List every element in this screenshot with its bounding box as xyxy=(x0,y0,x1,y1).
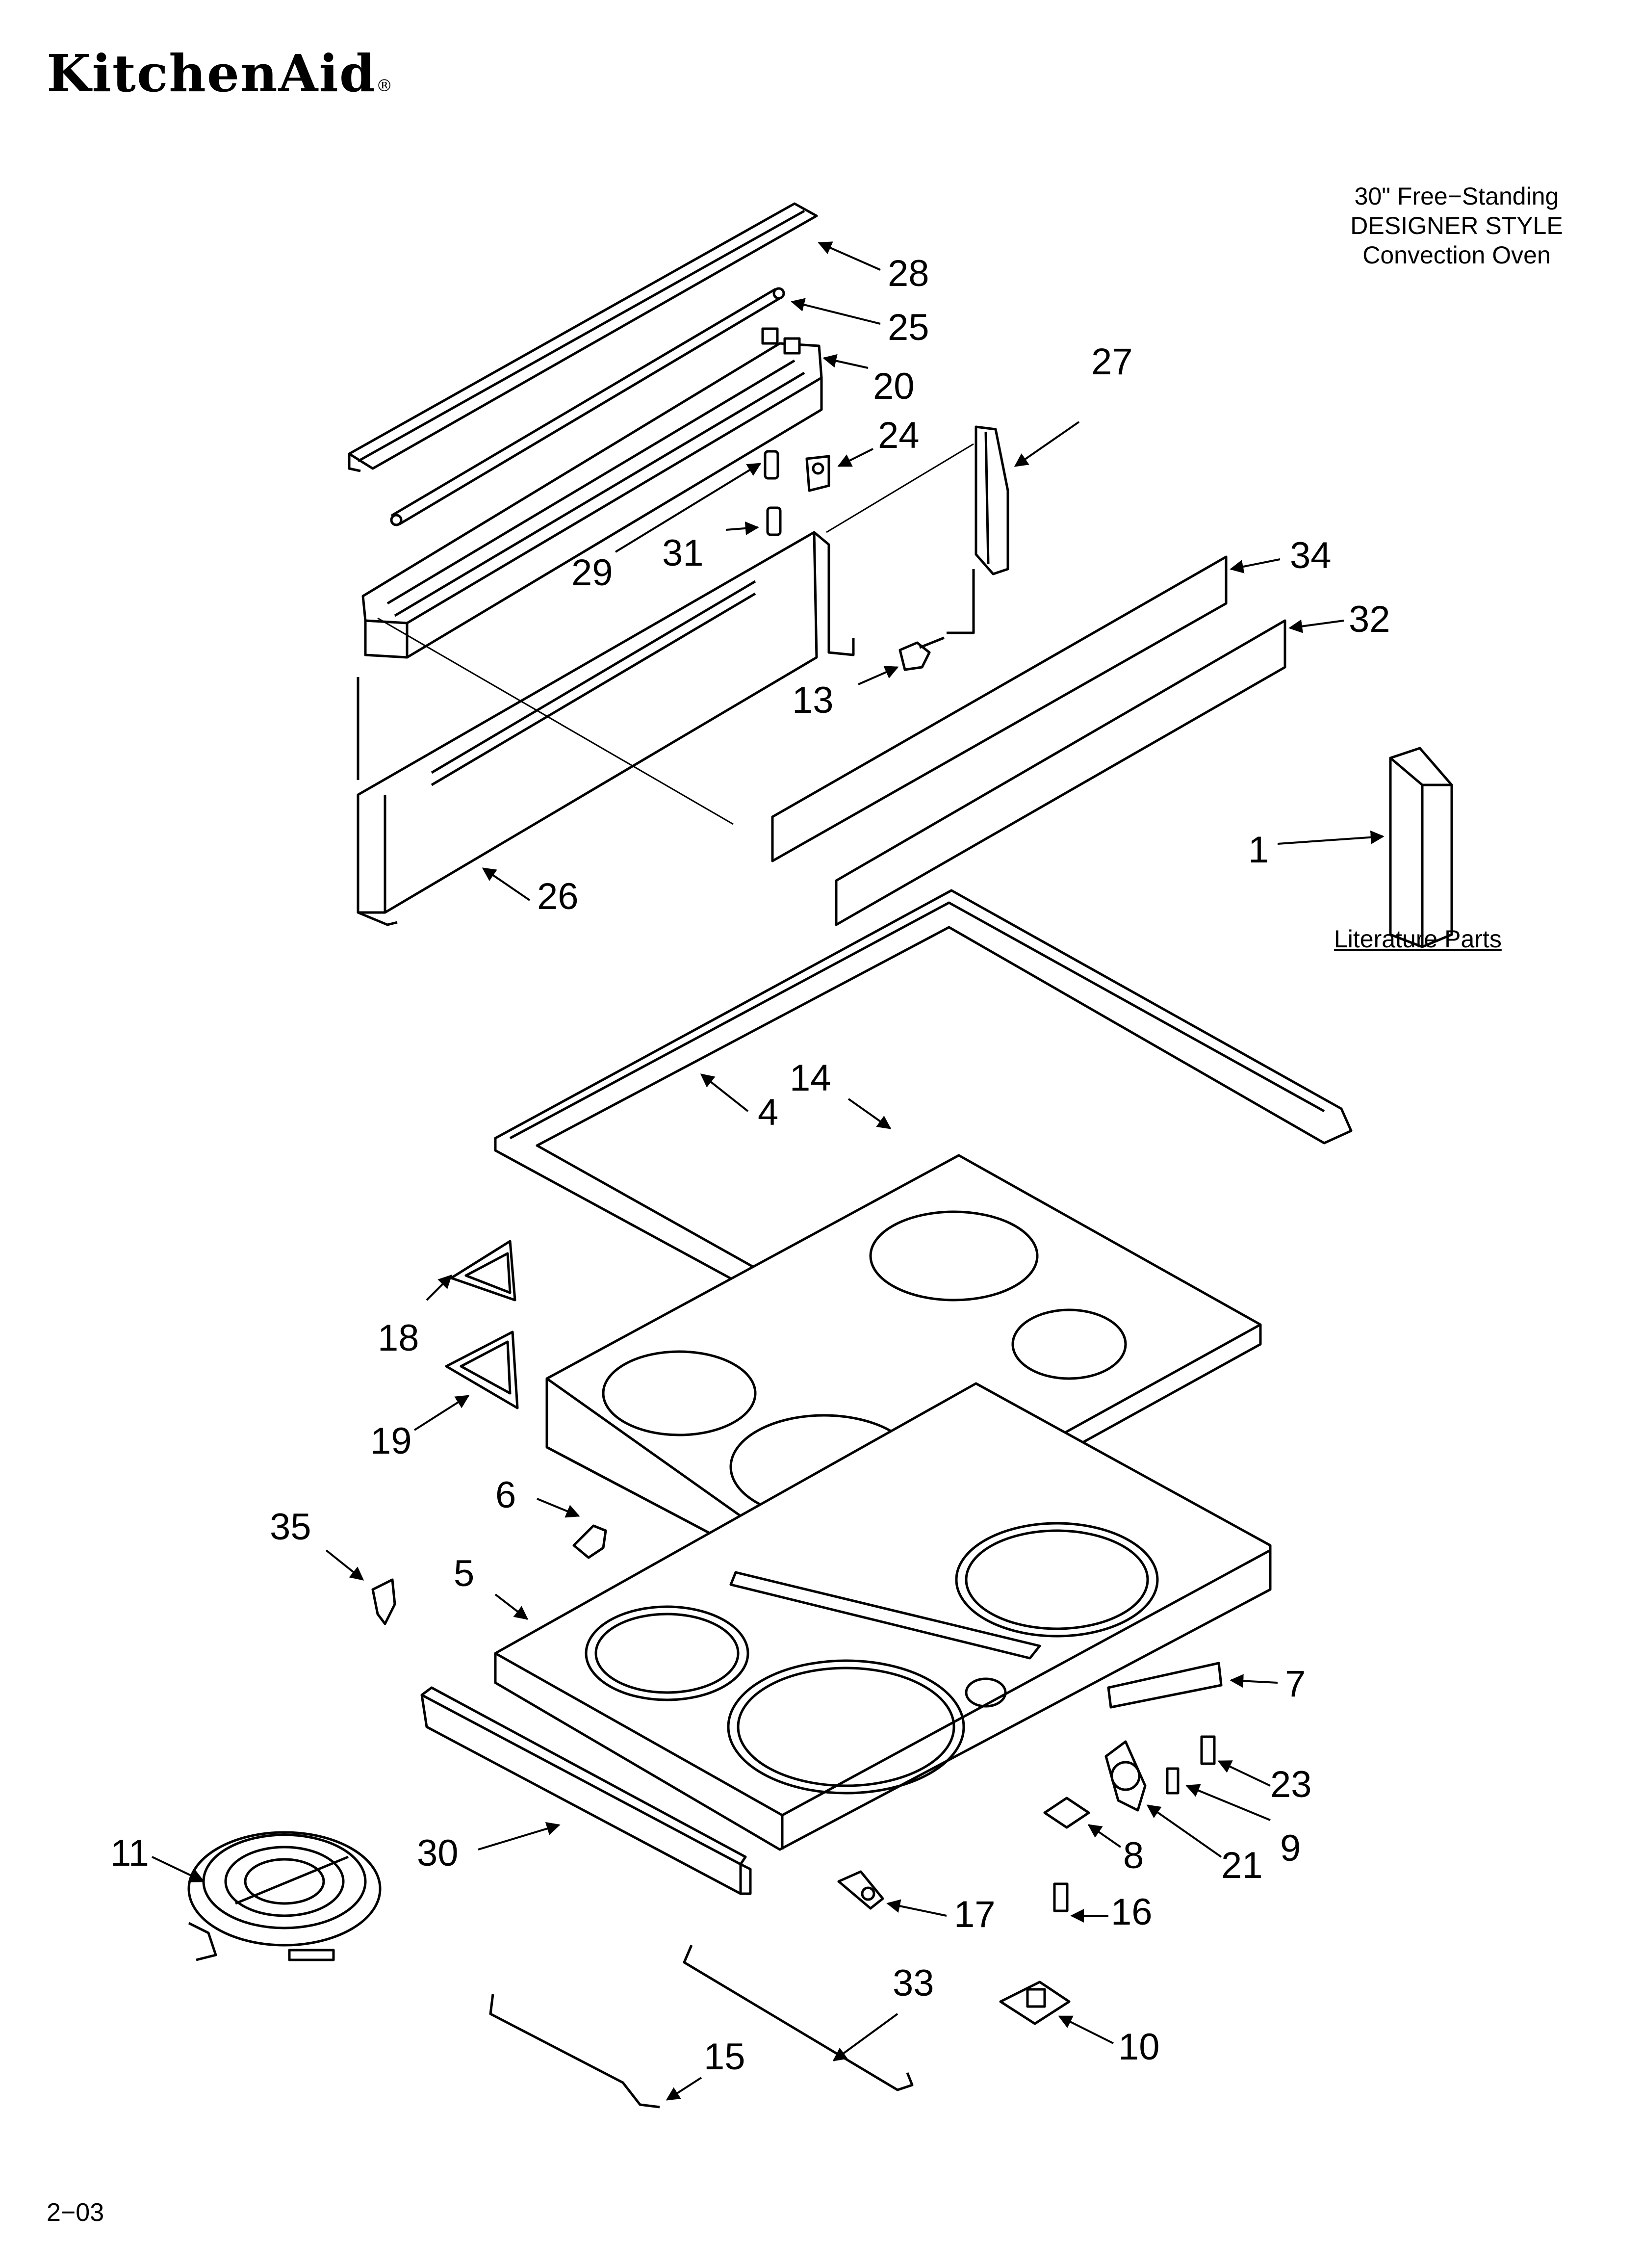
callout-10: 10 xyxy=(1118,2026,1160,2068)
part-20-backguard-frame xyxy=(361,327,823,659)
part-29-spacer xyxy=(764,450,779,480)
part-6-clip xyxy=(572,1524,607,1559)
callout-11: 11 xyxy=(110,1832,149,1874)
callout-27: 27 xyxy=(1091,341,1133,383)
callout-24: 24 xyxy=(878,415,920,456)
part-11-surface-element xyxy=(187,1831,382,1961)
callout-25: 25 xyxy=(888,307,929,348)
part-35-clip xyxy=(371,1578,396,1625)
part-33-wire xyxy=(683,1945,914,2091)
model-description: 30" Free−Standing DESIGNER STYLE Convect… xyxy=(1324,182,1589,270)
model-line-1: 30" Free−Standing xyxy=(1354,182,1559,210)
part-21-thermostat xyxy=(1104,1740,1147,1812)
model-line-3: Convection Oven xyxy=(1362,241,1551,269)
leader-line-27 xyxy=(826,443,974,533)
part-7-rail xyxy=(1107,1662,1223,1709)
callout-19: 19 xyxy=(370,1420,412,1462)
callout-35: 35 xyxy=(270,1506,311,1548)
callout-13: 13 xyxy=(792,679,834,721)
callout-1: 1 xyxy=(1248,829,1269,871)
part-31-spacer xyxy=(766,506,782,536)
callout-9: 9 xyxy=(1280,1827,1301,1869)
leader-arrows xyxy=(152,241,1385,2101)
part-23-screw xyxy=(1200,1735,1216,1765)
leader-line-panel xyxy=(377,617,734,825)
part-27-side-bracket xyxy=(975,425,1009,575)
callout-7: 7 xyxy=(1285,1663,1306,1705)
callout-31: 31 xyxy=(662,532,704,574)
part-14-glass-cooktop xyxy=(545,1154,1262,1591)
callout-16: 16 xyxy=(1111,1891,1153,1933)
callout-26: 26 xyxy=(537,876,579,917)
brand-name: KitchenAid xyxy=(47,43,376,104)
callout-4: 4 xyxy=(758,1092,779,1133)
registered-mark: ® xyxy=(376,76,394,96)
callout-20: 20 xyxy=(873,365,915,407)
part-16-screw xyxy=(1053,1882,1069,1912)
callout-5: 5 xyxy=(454,1553,475,1594)
part-10-terminal-block xyxy=(999,1981,1071,2025)
callout-34: 34 xyxy=(1290,535,1332,576)
part-17-bracket xyxy=(837,1870,884,1910)
literature-parts-label: Literature Parts xyxy=(1334,925,1502,953)
callout-18: 18 xyxy=(378,1317,419,1359)
part-25-rod xyxy=(390,287,785,526)
part-19-indicator-gasket xyxy=(445,1330,519,1409)
kitchenaid-logo: KitchenAid® xyxy=(47,43,394,104)
callout-29: 29 xyxy=(571,552,613,594)
callout-32: 32 xyxy=(1349,599,1390,640)
part-13-screw xyxy=(898,636,945,671)
callout-21: 21 xyxy=(1221,1845,1263,1886)
part-9-screw xyxy=(1166,1767,1180,1795)
callout-30: 30 xyxy=(417,1832,459,1874)
date-code: 2−03 xyxy=(47,2198,104,2227)
part-18-indicator-cover xyxy=(450,1240,516,1302)
part-28-trim xyxy=(348,202,818,472)
part-26-rear-panel xyxy=(357,531,855,926)
part-24-bracket xyxy=(805,455,830,492)
callout-14: 14 xyxy=(790,1057,831,1099)
callout-23: 23 xyxy=(1270,1764,1312,1805)
part-32-strip xyxy=(835,619,1286,926)
callout-6: 6 xyxy=(495,1474,516,1516)
part-8-bracket xyxy=(1043,1797,1090,1829)
callout-28: 28 xyxy=(888,253,929,294)
part-34-strip xyxy=(771,555,1228,862)
leader-line-13 xyxy=(947,569,975,634)
callout-17: 17 xyxy=(954,1894,996,1935)
callout-8: 8 xyxy=(1123,1835,1144,1877)
part-15-wire xyxy=(489,1994,660,2109)
callout-15: 15 xyxy=(704,2036,745,2078)
model-line-2: DESIGNER STYLE xyxy=(1350,212,1563,239)
part-1-literature xyxy=(1389,747,1453,948)
part-5-main-top xyxy=(494,1382,1272,1851)
part-30-front-trim xyxy=(420,1686,752,1895)
callout-33: 33 xyxy=(893,1962,934,2004)
